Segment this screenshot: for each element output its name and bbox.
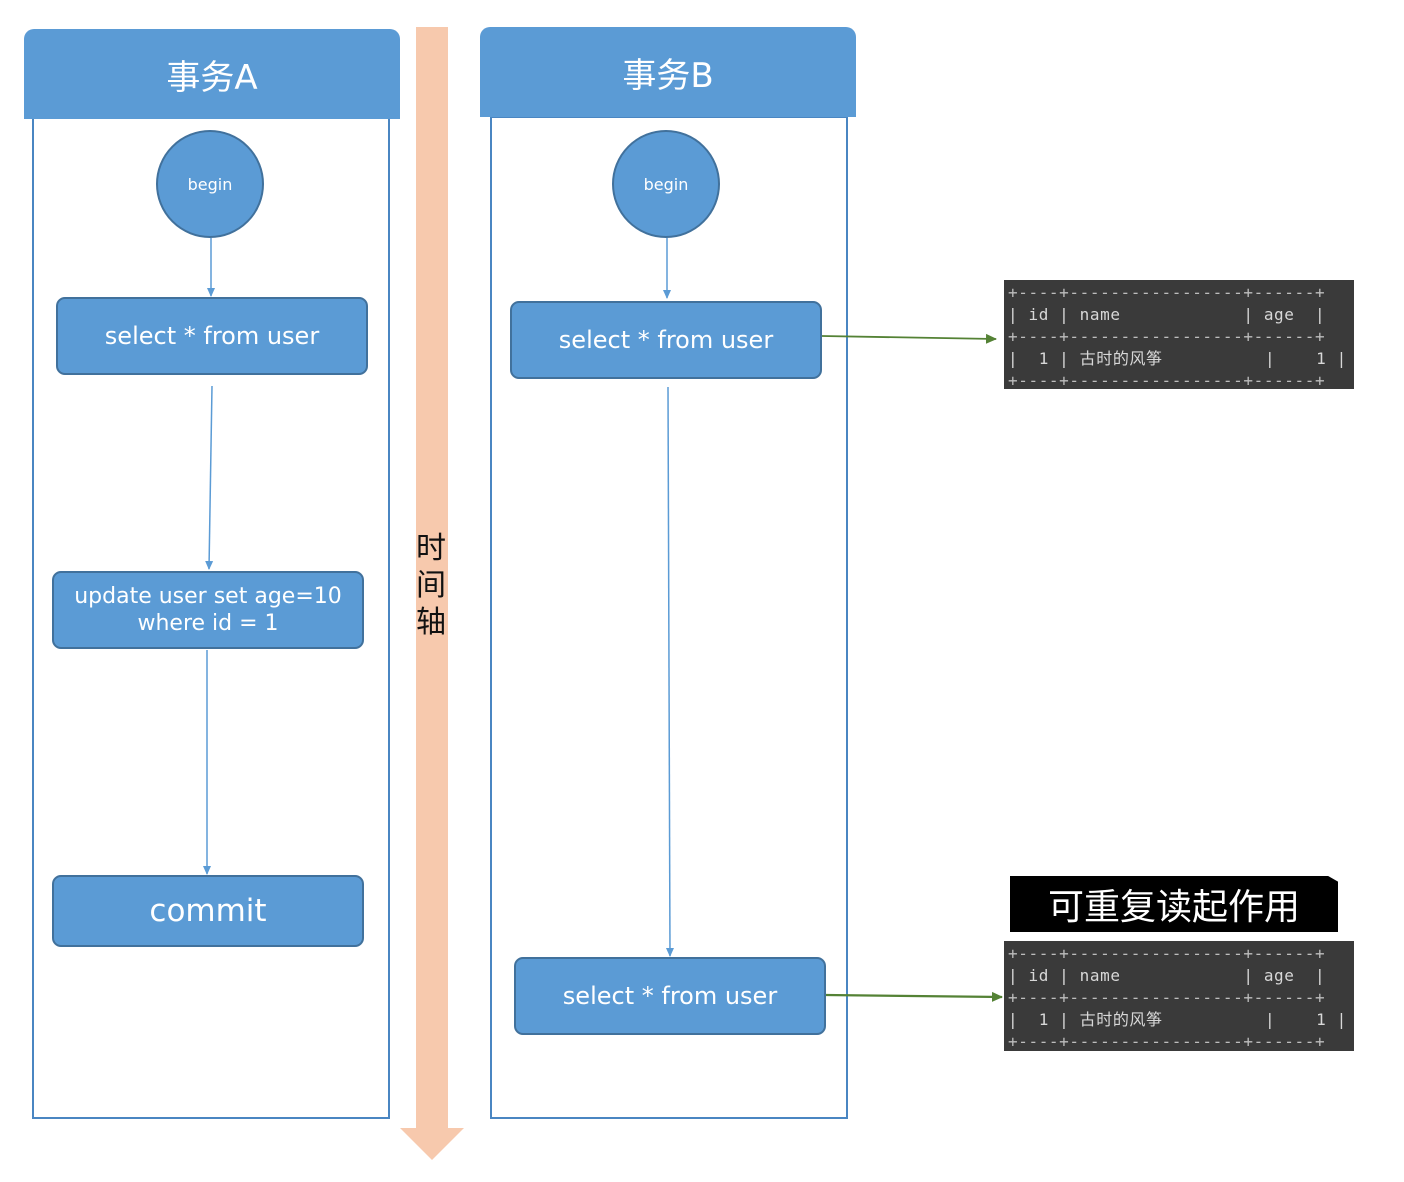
table-border-line: +----+-----------------+------+ [1008, 988, 1326, 1007]
table-border-line: +----+-----------------+------+ [1008, 1032, 1326, 1051]
lane-b-first-select-step: select * from user [510, 301, 822, 379]
repeatable-read-badge: 可重复读起作用 [1010, 876, 1338, 932]
update-line-2: where id = 1 [137, 611, 279, 636]
timeline-char: 间 [416, 568, 446, 603]
lane-b-second-select-step: select * from user [514, 957, 826, 1035]
arrow-result-first [821, 333, 997, 344]
timeline-char: 时 [416, 531, 446, 566]
table-border-line: +----+-----------------+------+ [1008, 327, 1326, 346]
lane-a-commit-step: commit [52, 875, 364, 947]
lane-a-select-step: select * from user [56, 297, 368, 375]
lane-a-header: 事务A [24, 29, 400, 119]
update-line-1: update user set age=10 [74, 583, 342, 609]
table-header-row: | id | name | age | [1008, 966, 1326, 985]
arrow-b-select-to-select [665, 386, 674, 957]
table-header-row: | id | name | age | [1008, 305, 1326, 324]
table-border-line: +----+-----------------+------+ [1008, 371, 1326, 390]
result-table-first: +----+-----------------+------+ | id | n… [1004, 280, 1354, 390]
result-table-second: +----+-----------------+------+ | id | n… [1004, 941, 1354, 1051]
arrow-a-select-to-update [205, 385, 214, 570]
table-border-line: +----+-----------------+------+ [1008, 283, 1326, 302]
lane-b-header: 事务B [480, 27, 856, 117]
lane-a-begin-node: begin [156, 130, 264, 238]
timeline-char: 轴 [416, 605, 446, 640]
arrow-result-second [825, 991, 1003, 1002]
lane-b-begin-node: begin [612, 130, 720, 238]
timeline-label: 时 间 轴 [414, 530, 448, 641]
table-border-line: +----+-----------------+------+ [1008, 944, 1326, 963]
table-data-row: | 1 | 古时的风筝 | 1 | [1008, 1010, 1347, 1029]
table-data-row: | 1 | 古时的风筝 | 1 | [1008, 349, 1347, 368]
lane-a-update-step: update user set age=10 where id = 1 [52, 571, 364, 649]
